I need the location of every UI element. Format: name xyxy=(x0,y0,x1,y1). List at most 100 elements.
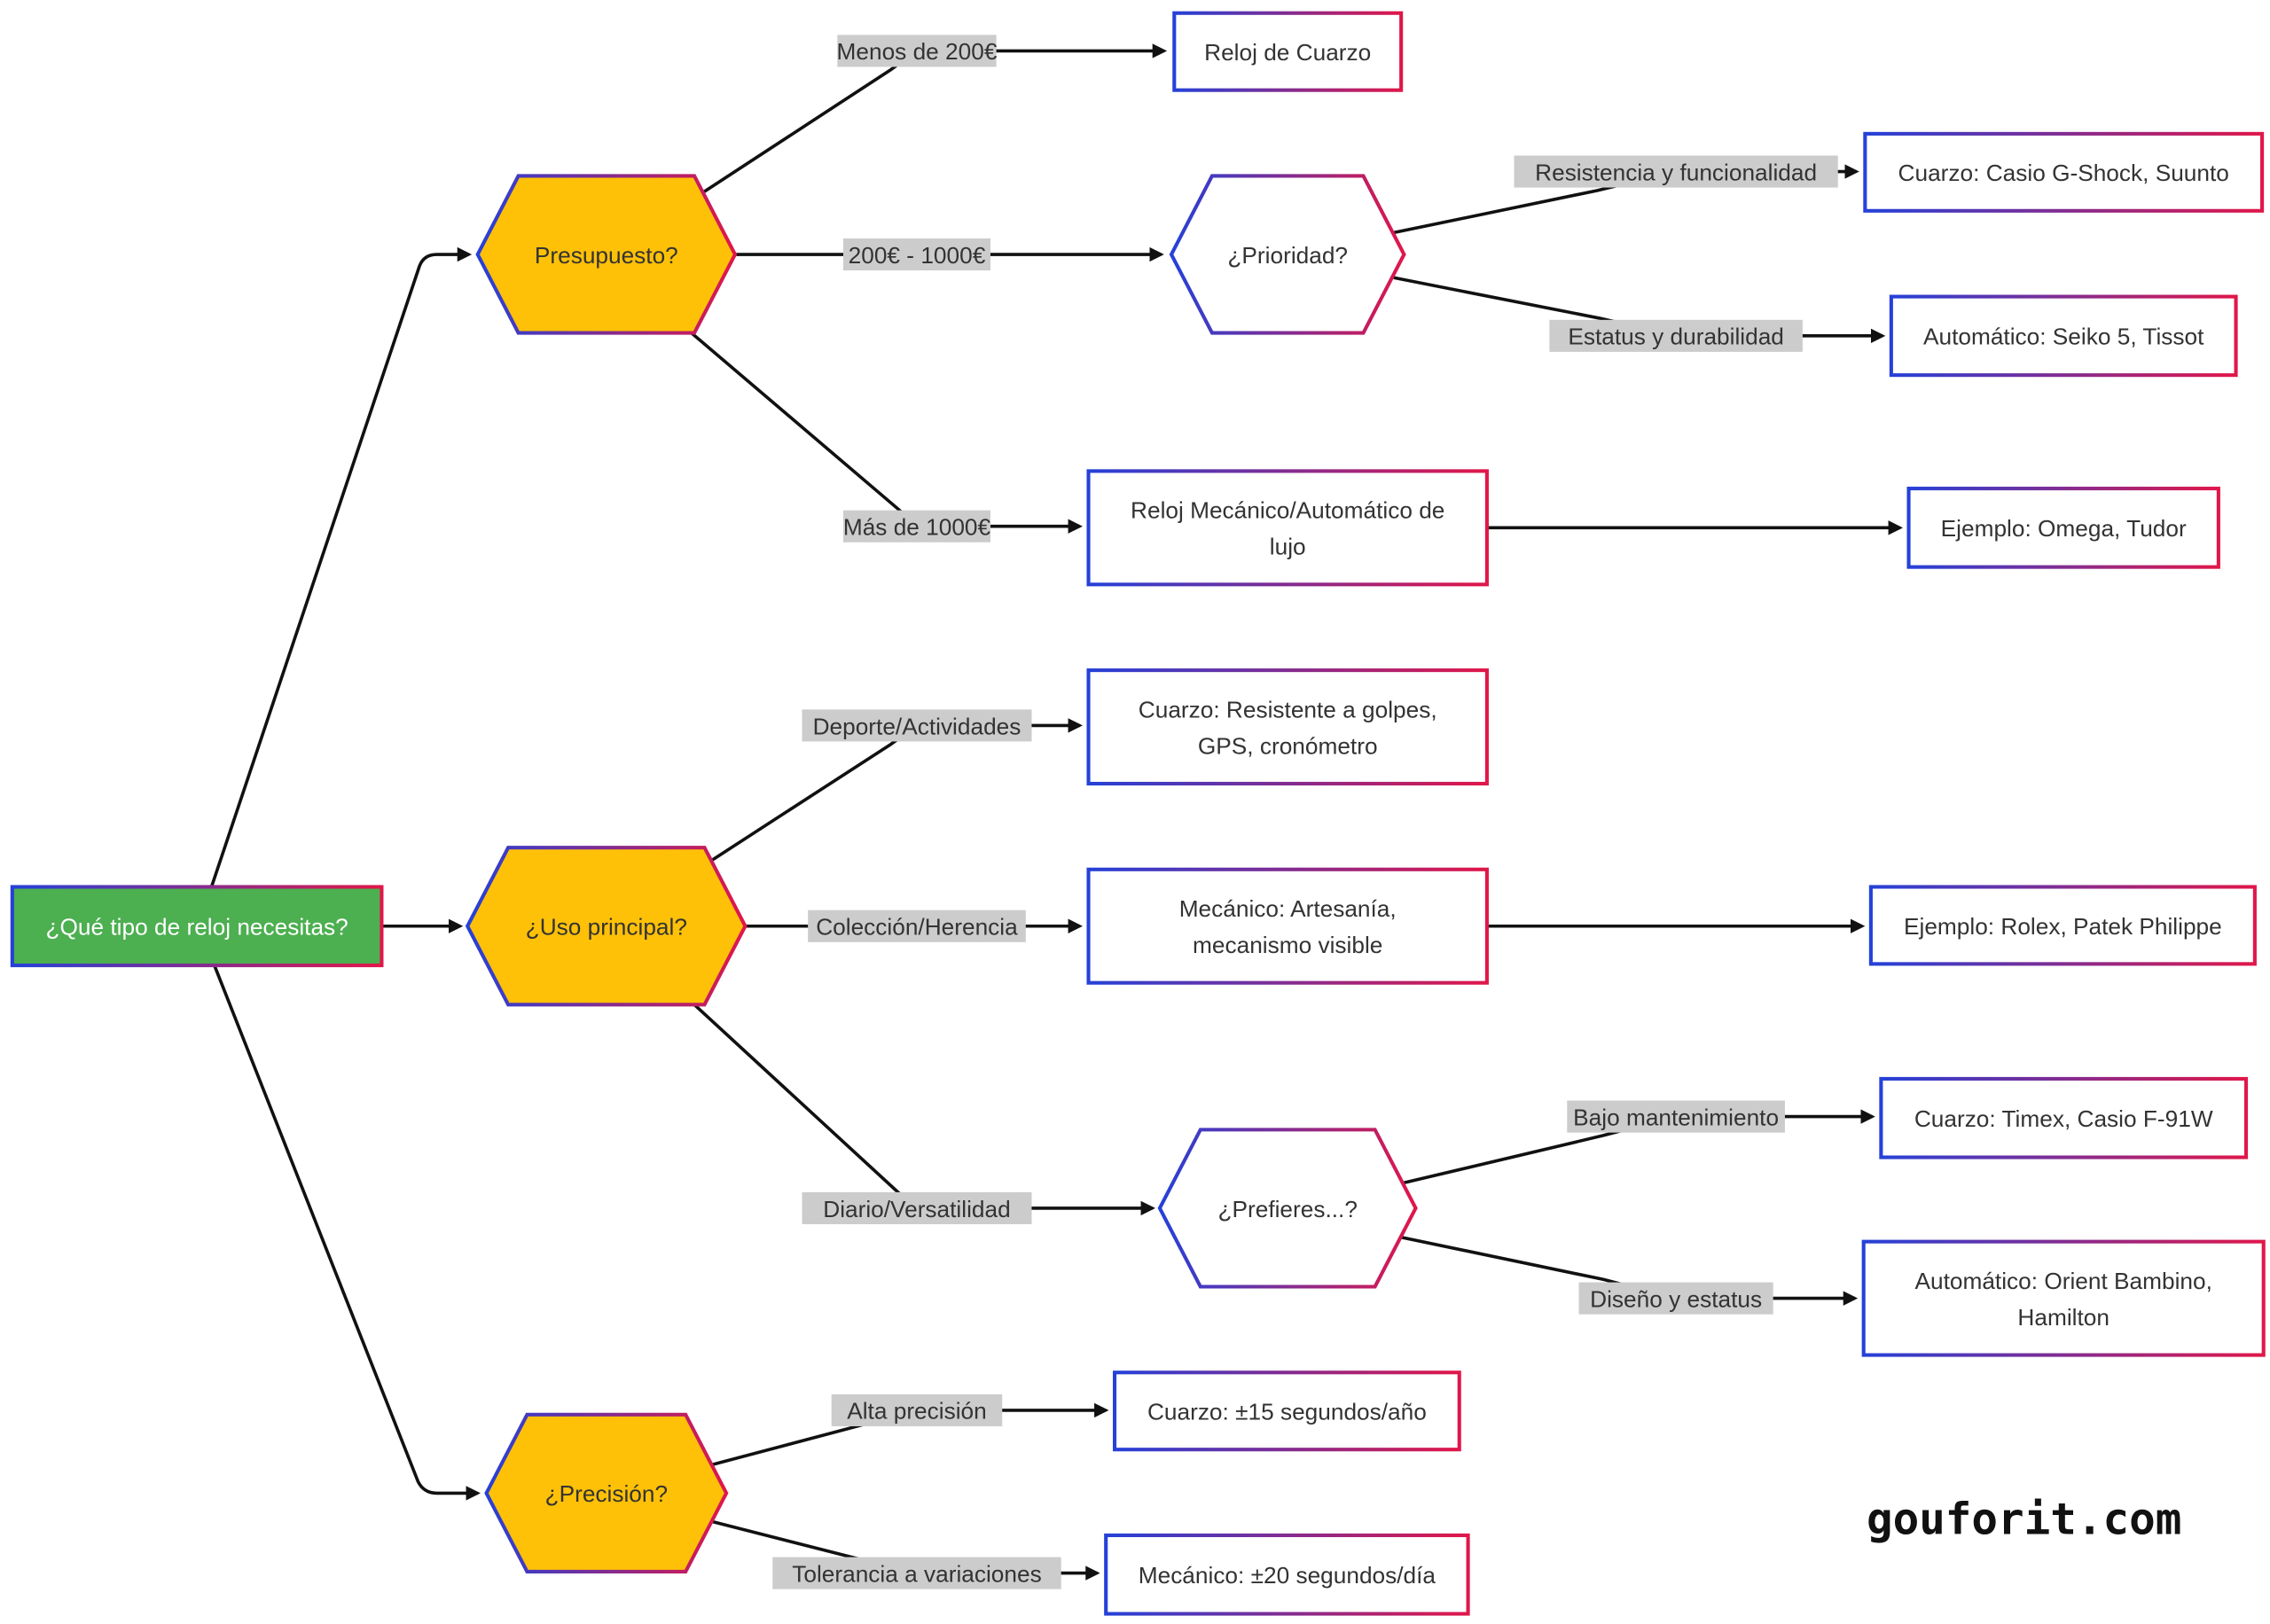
nodes: ¿Qué tipo de reloj necesitas? Presupuesto… xyxy=(10,11,2266,1616)
connector-arrow xyxy=(213,964,481,1501)
connector-arrow xyxy=(209,246,473,888)
edge-label-resistencia: Resistencia y funcionalidad xyxy=(1514,155,1838,188)
decision-hexagon xyxy=(1157,1128,1418,1289)
connector-arrow xyxy=(708,718,1083,864)
connector-arrow xyxy=(701,43,1168,195)
node-label: ¿Precisión? xyxy=(545,1480,669,1507)
node-prefieres: ¿Prefieres...? xyxy=(1157,1128,1418,1289)
node-uso: ¿Uso principal? xyxy=(465,846,748,1007)
node-label: Cuarzo: ±15 segundos/año xyxy=(1147,1399,1427,1425)
edge-label-text: Diseño y estatus xyxy=(1590,1285,1762,1312)
edge-label-text: Más de 1000€ xyxy=(843,514,991,541)
node-root: ¿Qué tipo de reloj necesitas? xyxy=(10,885,384,968)
edge-label-tolerancia: Tolerancia a variaciones xyxy=(772,1557,1061,1589)
node-orient: Automático: Orient Bambino, Hamilton xyxy=(1861,1239,2266,1357)
watermark-logo: gouforit.com xyxy=(1867,1493,2181,1544)
edge-label-alta: Alta precisión xyxy=(831,1394,1003,1426)
node-label: Cuarzo: Casio G-Shock, Suunto xyxy=(1898,160,2229,186)
edge-label-text: Alta precisión xyxy=(847,1398,986,1425)
connector-arrow xyxy=(693,1003,1155,1216)
start-node-shape xyxy=(10,885,384,968)
node-label: GPS, cronómetro xyxy=(1198,732,1378,759)
decision-hexagon xyxy=(475,174,738,335)
edge-label-diario: Diario/Versatilidad xyxy=(802,1191,1032,1224)
edge-label-bg xyxy=(831,1394,1003,1426)
result-box xyxy=(1889,294,2238,378)
result-box xyxy=(1879,1076,2249,1159)
node-label: ¿Qué tipo de reloj necesitas? xyxy=(46,914,348,941)
edge-label-bg xyxy=(1567,1100,1785,1133)
node-label: Automático: Orient Bambino, xyxy=(1915,1268,2212,1294)
edge-label-menos200: Menos de 200€ xyxy=(837,35,998,67)
edge-label-bg xyxy=(808,910,1026,942)
edge-label-bg xyxy=(1578,1282,1773,1315)
edge-label-text: Deporte/Actividades xyxy=(813,713,1022,739)
connector-arrow xyxy=(690,332,1083,534)
node-cuarzo15: Cuarzo: ±15 segundos/año xyxy=(1112,1370,1461,1452)
edge-label-bg xyxy=(837,35,997,67)
edge-label-bg xyxy=(842,510,990,543)
edge-label-text: Estatus y durabilidad xyxy=(1568,324,1784,350)
node-label: mecanismo visible xyxy=(1193,932,1382,958)
edge-label-diseno: Diseño y estatus xyxy=(1578,1282,1773,1315)
result-box xyxy=(1086,668,1489,786)
edge-label-text: 200€ - 1000€ xyxy=(849,242,986,269)
result-box xyxy=(1906,487,2220,569)
edge-label-mas1000: Más de 1000€ xyxy=(842,510,991,543)
node-label: ¿Uso principal? xyxy=(526,914,687,941)
edges xyxy=(209,43,1903,1581)
decision-hexagon xyxy=(1169,174,1406,335)
node-label: lujo xyxy=(1270,534,1306,560)
edge-label-text: Bajo mantenimiento xyxy=(1573,1104,1779,1130)
node-presupuesto: Presupuesto? xyxy=(475,174,738,335)
edge-label-bg xyxy=(802,1191,1032,1224)
node-label: Mecánico: Artesanía, xyxy=(1179,895,1397,922)
result-box xyxy=(1112,1370,1461,1452)
decision-hexagon xyxy=(484,1412,729,1574)
node-mecanico20: Mecánico: ±20 segundos/día xyxy=(1104,1533,1470,1616)
edge-label-text: Colección/Herencia xyxy=(816,914,1018,941)
node-label: Presupuesto? xyxy=(535,242,678,269)
node-rolex: Ejemplo: Rolex, Patek Philippe xyxy=(1868,885,2257,966)
decision-hexagon xyxy=(465,846,748,1007)
result-box xyxy=(1086,469,1489,587)
result-box xyxy=(1863,131,2265,213)
result-box xyxy=(1104,1533,1470,1616)
node-label: Automático: Seiko 5, Tissot xyxy=(1923,324,2204,350)
node-label: Reloj Mecánico/Automático de xyxy=(1131,497,1444,524)
node-label: ¿Prioridad? xyxy=(1227,242,1348,269)
node-timex: Cuarzo: Timex, Casio F-91W xyxy=(1879,1076,2249,1159)
edge-label-text: Resistencia y funcionalidad xyxy=(1535,159,1817,185)
node-precision: ¿Precisión? xyxy=(484,1412,729,1574)
edge-label-bg xyxy=(842,238,990,271)
node-label: ¿Prefieres...? xyxy=(1217,1196,1357,1222)
edge-label-bg xyxy=(1549,319,1803,352)
result-box xyxy=(1172,11,1404,92)
node-lujo: Reloj Mecánico/Automático de lujo xyxy=(1086,469,1489,587)
edge-label-bajo: Bajo mantenimiento xyxy=(1567,1100,1785,1133)
node-omega: Ejemplo: Omega, Tudor xyxy=(1906,487,2220,569)
node-label: Hamilton xyxy=(2017,1304,2110,1331)
result-box xyxy=(1868,885,2257,966)
edge-label-bg xyxy=(802,709,1032,742)
edge-label-deporte: Deporte/Actividades xyxy=(802,709,1032,742)
node-prioridad: ¿Prioridad? xyxy=(1169,174,1406,335)
node-label: Cuarzo: Timex, Casio F-91W xyxy=(1914,1105,2213,1132)
node-gshock: Cuarzo: Casio G-Shock, Suunto xyxy=(1863,131,2265,213)
edge-label-bg xyxy=(772,1557,1061,1589)
node-label: Ejemplo: Omega, Tudor xyxy=(1941,515,2187,542)
node-deporte: Cuarzo: Resistente a golpes, GPS, cronóme… xyxy=(1086,668,1489,786)
node-label: Ejemplo: Rolex, Patek Philippe xyxy=(1904,913,2222,940)
node-label: Cuarzo: Resistente a golpes, xyxy=(1139,696,1437,722)
result-box xyxy=(1086,867,1489,985)
result-box xyxy=(1861,1239,2266,1357)
edge-labels: Menos de 200€ 200€ - 1000€ Más de 1000€ Res… xyxy=(772,35,1838,1589)
edge-label-estatus: Estatus y durabilidad xyxy=(1549,319,1803,352)
edge-label-text: Diario/Versatilidad xyxy=(823,1196,1010,1222)
edge-label-bg xyxy=(1514,155,1838,188)
edge-label-rango: 200€ - 1000€ xyxy=(842,238,990,271)
node-artesania: Mecánico: Artesanía, mecanismo visible xyxy=(1086,867,1489,985)
edge-label-coleccion: Colección/Herencia xyxy=(808,910,1026,942)
node-label: Mecánico: ±20 segundos/día xyxy=(1139,1562,1436,1589)
